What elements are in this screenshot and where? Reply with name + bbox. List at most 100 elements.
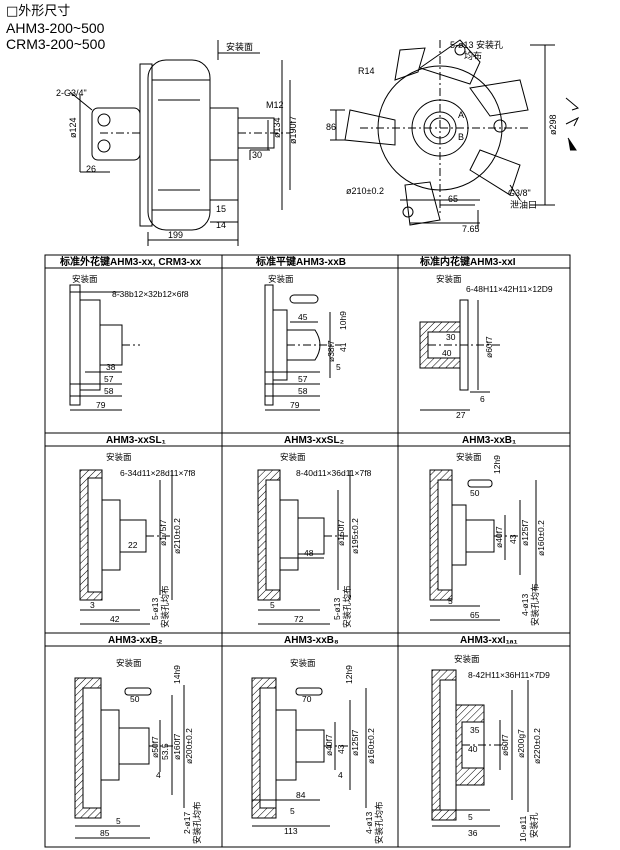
r2c2-d72: 72 bbox=[294, 614, 304, 624]
r2c3-holes2: 安装孔均布 bbox=[530, 583, 540, 626]
r3c1-d85: 85 bbox=[100, 828, 110, 838]
dim-15: 15 bbox=[216, 204, 226, 214]
model-crm3: CRM3-200~500 bbox=[6, 36, 106, 52]
r1c1-d58: 58 bbox=[104, 386, 114, 396]
r3c2-d40: ø40f7 bbox=[324, 734, 334, 756]
r2c1-d3: 3 bbox=[90, 600, 95, 610]
dim-d190: ø190f7 bbox=[288, 116, 298, 144]
r1c3-d6: 6 bbox=[480, 394, 485, 404]
r2c3-face: 安装面 bbox=[456, 452, 482, 462]
title-flat-key: 标准平键AHM3-xxB bbox=[255, 255, 346, 268]
r2c3-d125: ø125f7 bbox=[520, 519, 530, 546]
section-b: B bbox=[458, 132, 464, 142]
r3c1-d14: 14h9 bbox=[172, 665, 182, 684]
dim-765: 7.65 bbox=[462, 224, 480, 234]
r3c2-holes: 4-ø13 bbox=[364, 812, 374, 834]
side-view bbox=[69, 40, 291, 246]
r1c1-drawing bbox=[69, 284, 140, 411]
r3c2-holes2: 安装孔均布 bbox=[374, 801, 384, 844]
r2c3-d50: 50 bbox=[470, 488, 480, 498]
dim-199: 199 bbox=[168, 230, 183, 240]
r3c1-d200: ø200±0.2 bbox=[184, 728, 194, 764]
r1c2-d10: 10h9 bbox=[338, 311, 348, 330]
dim-14: 14 bbox=[216, 220, 226, 230]
drain-port-2: 泄油口 bbox=[510, 199, 537, 210]
title-sl2: AHM3-xxSL₂ bbox=[284, 435, 344, 446]
r3c2-d125: ø125f7 bbox=[350, 729, 360, 756]
r3c1-d4: 4 bbox=[156, 770, 161, 780]
r2c2-holes2: 安装孔均布 bbox=[342, 585, 352, 628]
title-internal-spline: 标准内花键AHM3-xxI bbox=[419, 255, 516, 268]
r3c1-holes: 2-ø17 bbox=[182, 812, 192, 834]
r1c3-spline: 6-48H11×42H11×12D9 bbox=[466, 284, 553, 294]
r1c2-dia: ø38f7 bbox=[326, 340, 336, 362]
r3c1-d535: 53.5 bbox=[160, 743, 170, 760]
r2c1-holes2: 安装孔均布 bbox=[160, 585, 170, 628]
r2c3-holes: 4-ø13 bbox=[520, 594, 530, 616]
r1c2-face: 安装面 bbox=[268, 274, 294, 284]
r2c2-d5: 5 bbox=[270, 600, 275, 610]
r3c1-drawing bbox=[74, 677, 185, 839]
r3c3-d220: ø220±0.2 bbox=[532, 728, 542, 764]
r3c2-d113: 113 bbox=[284, 826, 298, 836]
r1c3-d30: 30 bbox=[446, 332, 456, 342]
section-a: A bbox=[458, 110, 464, 120]
holes-label: 5-ø13 安装孔 bbox=[450, 39, 503, 50]
r3c1-d160: ø160f7 bbox=[172, 733, 182, 760]
port-label: 2-G3/4" bbox=[56, 88, 87, 98]
r2c2-face: 安装面 bbox=[280, 452, 306, 462]
r3c1-face: 安装面 bbox=[116, 658, 142, 668]
r1c2-drawing bbox=[264, 284, 340, 411]
detail-grid bbox=[44, 254, 571, 848]
r1c3-dia: ø60f7 bbox=[484, 336, 494, 358]
dim-d298: ø298 bbox=[548, 114, 558, 135]
r1c1-d79: 79 bbox=[96, 400, 106, 410]
front-view bbox=[330, 39, 555, 228]
rotation-arrows-icon bbox=[565, 97, 580, 151]
r3c2-drawing bbox=[251, 677, 367, 827]
r3c3-d60: ø60f7 bbox=[500, 734, 510, 756]
r2c3-d160: ø160±0.2 bbox=[536, 520, 546, 556]
holes-label-2: 均布 bbox=[464, 50, 482, 61]
r2c3-d12: 12h9 bbox=[492, 455, 502, 474]
dim-d210: ø210±0.2 bbox=[346, 186, 384, 196]
r2c2-d48: 48 bbox=[304, 548, 314, 558]
r3c2-d5: 5 bbox=[290, 806, 295, 816]
r3c2-d43: 43 bbox=[336, 744, 346, 754]
dim-65: 65 bbox=[448, 194, 458, 204]
dim-r14: R14 bbox=[358, 66, 375, 76]
r1c2-d58: 58 bbox=[298, 386, 308, 396]
r3c2-d84: 84 bbox=[296, 790, 306, 800]
dim-86: 86 bbox=[326, 122, 336, 132]
r3c3-spline: 8-42H11×36H11×7D9 bbox=[468, 670, 550, 680]
r2c2-dia: ø150f7 bbox=[336, 519, 346, 546]
model-ahm3: AHM3-200~500 bbox=[6, 20, 105, 36]
r2c1-d22: 22 bbox=[128, 540, 138, 550]
r2c1-face: 安装面 bbox=[106, 452, 132, 462]
r3c1-d5: 5 bbox=[116, 816, 121, 826]
r3c3-face: 安装面 bbox=[454, 654, 480, 664]
r3c2-d12: 12h9 bbox=[344, 665, 354, 684]
r3c3-holes2: 安装孔 bbox=[529, 812, 539, 838]
r1c1-spline: 8-38b12×32b12×6f8 bbox=[112, 289, 189, 299]
dim-d124: ø124 bbox=[68, 117, 78, 138]
r1c2-d57: 57 bbox=[298, 374, 308, 384]
r3c3-holes: 10-ø11 bbox=[518, 815, 528, 842]
r3c2-d4: 4 bbox=[338, 770, 343, 780]
r2c3-d5: 5 bbox=[448, 596, 453, 606]
section-title: □外形尺寸 bbox=[6, 4, 71, 19]
r2c2-spline: 8-40d11×36d11×7f8 bbox=[296, 468, 372, 478]
r2c1-spline: 6-34d11×28d11×7f8 bbox=[120, 468, 196, 478]
r2c3-d40: ø40f7 bbox=[494, 526, 504, 548]
r1c1-face: 安装面 bbox=[72, 274, 98, 284]
r1c2-d5: 5 bbox=[336, 362, 341, 372]
r1c1-d38: 38 bbox=[106, 362, 116, 372]
drain-port: G3/8" bbox=[508, 188, 531, 198]
r3c3-drawing bbox=[431, 669, 529, 827]
r3c1-d50f7: ø50f7 bbox=[150, 736, 160, 758]
r1c1-d57: 57 bbox=[104, 374, 114, 384]
r2c1-d210: ø210±0.2 bbox=[172, 518, 182, 554]
r3c2-face: 安装面 bbox=[290, 658, 316, 668]
r2c1-dia: ø175f7 bbox=[158, 519, 168, 546]
